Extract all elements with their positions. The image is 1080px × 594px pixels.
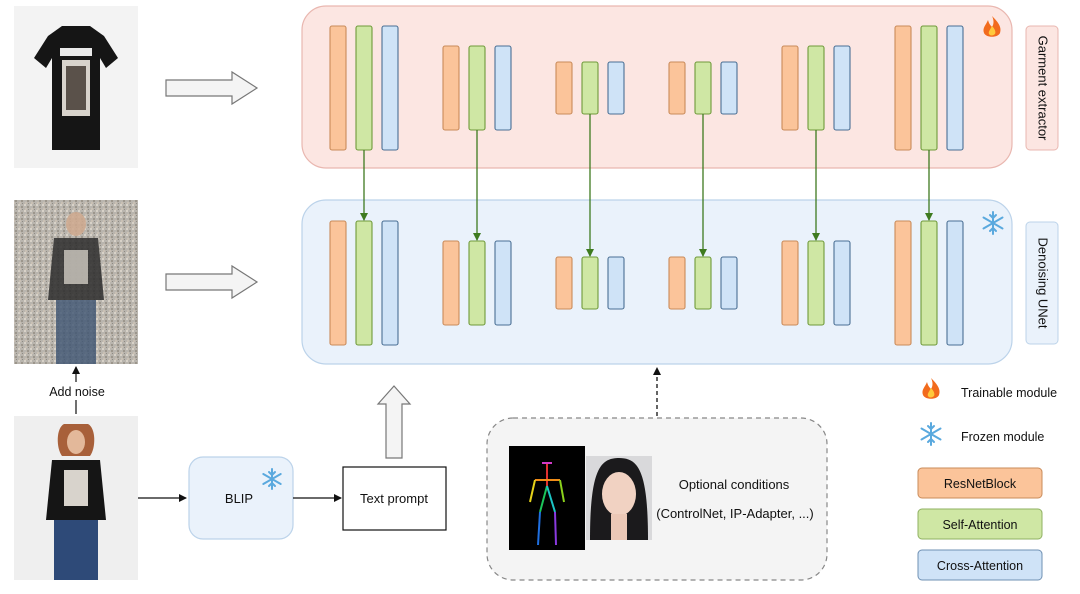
garment-resnet-block <box>894 25 912 151</box>
unet-cross-attention-block <box>946 220 964 346</box>
garment-resnet-block <box>555 61 573 115</box>
unet-self-attention-block <box>355 220 373 346</box>
unet-resnet-block <box>555 256 573 310</box>
garment-cross-attention-block <box>381 25 399 151</box>
unet-cross-attention-block <box>720 256 738 310</box>
pose-skeleton-image <box>509 446 585 550</box>
unet-cross-attention-block <box>381 220 399 346</box>
garment-resnet-block <box>329 25 347 151</box>
optional-conditions-subtitle: (ControlNet, IP-Adapter, ...) <box>656 506 814 521</box>
denoising-unet-label: Denoising UNet <box>1036 237 1051 328</box>
legend-resnet-label: ResNetBlock <box>944 477 1017 491</box>
unet-resnet-block <box>442 240 460 326</box>
garment-self-attention-block <box>807 45 825 131</box>
noisy-person-image <box>14 200 138 364</box>
unet-resnet-block <box>668 256 686 310</box>
garment-self-attention-block <box>694 61 712 115</box>
garment-to-extractor-arrow <box>165 70 259 106</box>
garment-extractor-label: Garment extractor <box>1036 36 1051 141</box>
garment-resnet-block <box>442 45 460 131</box>
fire-icon <box>983 16 1001 37</box>
noisy-to-unet-arrow <box>165 264 259 300</box>
legend-cross-attention-box <box>917 549 1043 581</box>
garment-cross-attention-block <box>607 61 625 115</box>
legend-cross-attention-label: Cross-Attention <box>937 559 1023 573</box>
unet-self-attention-block <box>581 256 599 310</box>
unet-cross-attention-block <box>607 256 625 310</box>
garment-cross-attention-block <box>494 45 512 131</box>
prompt-to-unet-arrow <box>376 385 412 459</box>
unet-resnet-block <box>894 220 912 346</box>
garment-cross-attention-block <box>833 45 851 131</box>
fire-icon <box>922 378 940 399</box>
garment-self-attention-block <box>920 25 938 151</box>
unet-cross-attention-block <box>833 240 851 326</box>
unet-self-attention-block <box>807 240 825 326</box>
optional-conditions-title: Optional conditions <box>679 477 790 492</box>
text-prompt-box <box>342 466 447 531</box>
denoising-unet-label-box <box>1025 221 1059 345</box>
unet-resnet-block <box>329 220 347 346</box>
legend-self-attention-label: Self-Attention <box>942 518 1017 532</box>
legend-resnet-box <box>917 467 1043 499</box>
unet-self-attention-block <box>694 256 712 310</box>
snowflake-icon <box>262 468 282 490</box>
garment-cross-attention-block <box>720 61 738 115</box>
garment-image <box>14 6 138 168</box>
garment-extractor-label-box <box>1025 25 1059 151</box>
person-image <box>14 416 138 580</box>
legend-trainable-label: Trainable module <box>961 386 1057 400</box>
blip-label: BLIP <box>225 491 253 506</box>
text-prompt-label: Text prompt <box>360 491 428 506</box>
add-noise-label: Add noise <box>49 385 105 399</box>
garment-self-attention-block <box>468 45 486 131</box>
snowflake-icon <box>982 211 1004 235</box>
garment-self-attention-block <box>581 61 599 115</box>
unet-cross-attention-block <box>494 240 512 326</box>
face-image <box>586 456 652 540</box>
unet-self-attention-block <box>468 240 486 326</box>
unet-resnet-block <box>781 240 799 326</box>
garment-self-attention-block <box>355 25 373 151</box>
garment-resnet-block <box>668 61 686 115</box>
garment-cross-attention-block <box>946 25 964 151</box>
legend-frozen-label: Frozen module <box>961 430 1044 444</box>
garment-resnet-block <box>781 45 799 131</box>
legend-self-attention-box <box>917 508 1043 540</box>
unet-self-attention-block <box>920 220 938 346</box>
snowflake-icon <box>920 422 942 446</box>
